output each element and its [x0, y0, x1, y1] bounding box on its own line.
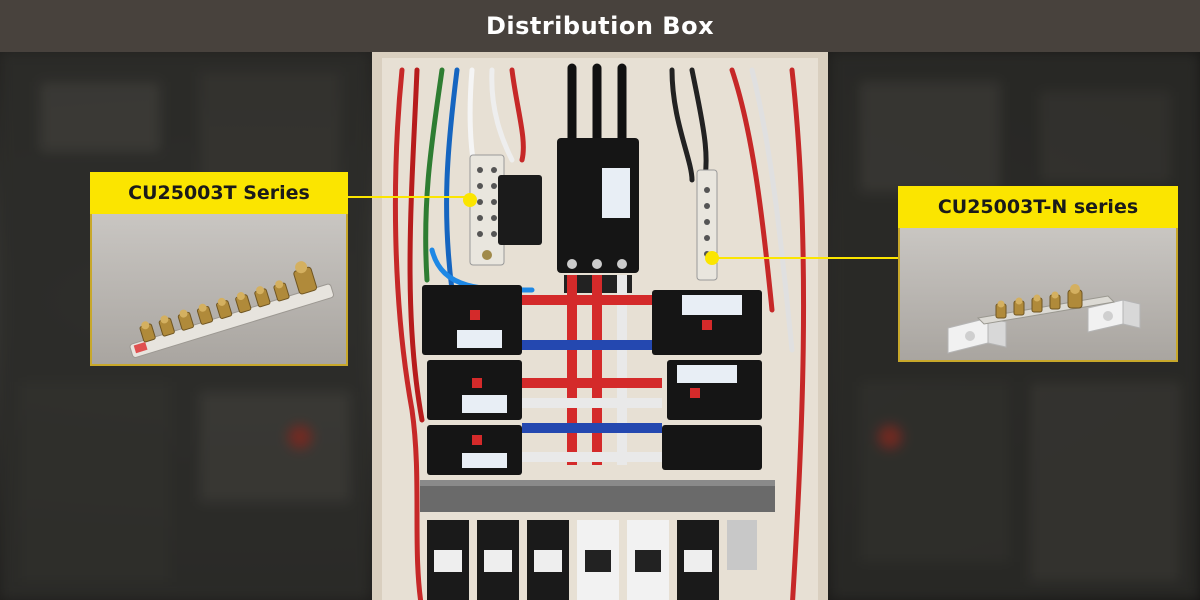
- right-leader-line: [712, 257, 900, 259]
- branch-breakers-right: [652, 290, 762, 470]
- callout-right-label: CU25003T-N series: [898, 186, 1178, 228]
- callout-left-label: CU25003T Series: [90, 172, 348, 214]
- busbars: [522, 275, 662, 465]
- neutral-busbar-icon: [947, 284, 1141, 354]
- wires: [392, 63, 807, 600]
- left-terminal-block: [463, 154, 542, 266]
- branch-breakers-left: [422, 285, 522, 475]
- header-bar: Distribution Box: [0, 0, 1200, 52]
- main-breaker: [557, 138, 639, 293]
- callout-right-photo: [898, 228, 1178, 362]
- callout-right: CU25003T-N series: [898, 186, 1178, 362]
- left-leader-line: [346, 196, 470, 198]
- contactors: [427, 520, 757, 600]
- page-title: Distribution Box: [485, 12, 715, 40]
- busbar-terminal-block-icon: [129, 261, 334, 358]
- callout-left-photo: [90, 214, 348, 366]
- distribution-box-panel: [372, 50, 828, 600]
- callout-left: CU25003T Series: [90, 172, 348, 366]
